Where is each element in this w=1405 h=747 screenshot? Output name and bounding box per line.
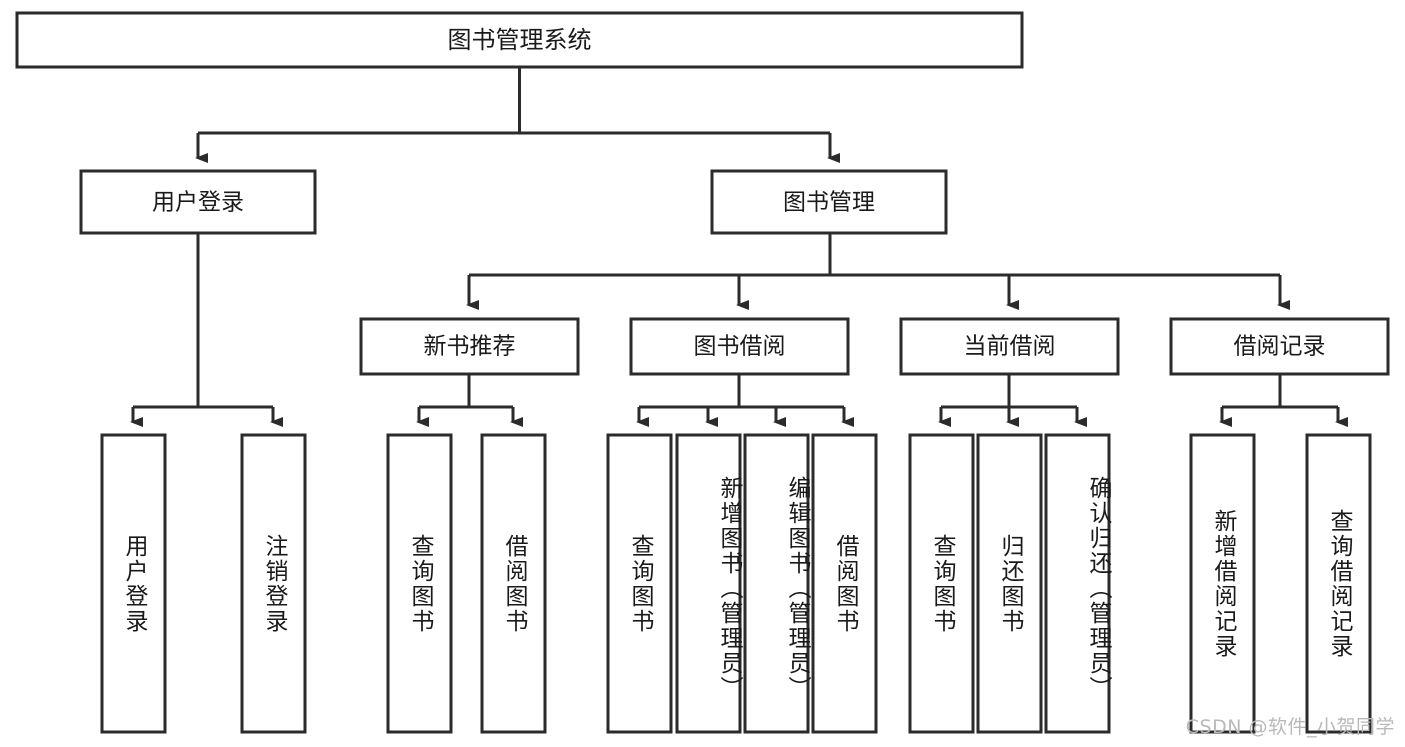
node-root-box[interactable] xyxy=(15,11,1024,69)
node-leaf-user-login-box[interactable] xyxy=(100,433,167,734)
connector-group-root-to-level2 xyxy=(195,67,840,163)
node-user-login[interactable]: 用户登录 xyxy=(79,169,317,235)
connector-group-user-login-to-leaves xyxy=(130,233,283,427)
node-borrow-record-box[interactable] xyxy=(1169,317,1390,376)
connector-group-new-book-recommend-to-leaves xyxy=(416,374,523,427)
node-leaf-query-book-2-box[interactable] xyxy=(606,433,673,734)
connector-group-book-borrow-to-leaves xyxy=(636,374,854,427)
node-borrow-record-label: 借阅记录 xyxy=(1234,334,1326,360)
node-book-management-label: 图书管理 xyxy=(783,190,875,216)
node-root[interactable]: 图书管理系统 xyxy=(15,11,1024,69)
node-leaf-query-record-box[interactable] xyxy=(1305,433,1372,734)
node-leaf-confirm-return-box[interactable] xyxy=(1044,433,1111,734)
csdn-watermark: CSDN @软件_小贺同学 xyxy=(1185,716,1395,738)
node-new-book-recommend-label: 新书推荐 xyxy=(424,334,516,360)
node-leaf-borrow-book-1-box[interactable] xyxy=(480,433,547,734)
node-leaf-borrow-book-2-box[interactable] xyxy=(811,433,878,734)
node-book-management-box[interactable] xyxy=(710,169,948,235)
node-new-book-recommend-box[interactable] xyxy=(359,317,580,376)
node-current-borrow-label: 当前借阅 xyxy=(964,334,1056,360)
node-leaf-add-book-box[interactable] xyxy=(675,433,742,734)
node-user-login-label: 用户登录 xyxy=(152,190,244,216)
connector-group-borrow-record-to-leaves xyxy=(1219,374,1348,427)
node-current-borrow[interactable]: 当前借阅 xyxy=(899,317,1120,376)
node-leaf-edit-book-box[interactable] xyxy=(743,433,810,734)
connector-group-book-management-to-level3 xyxy=(466,233,1290,310)
node-leaf-query-book-3-box[interactable] xyxy=(908,433,975,734)
node-current-borrow-box[interactable] xyxy=(899,317,1120,376)
node-borrow-record[interactable]: 借阅记录 xyxy=(1169,317,1390,376)
node-book-management[interactable]: 图书管理 xyxy=(710,169,948,235)
node-leaf-query-book-1-box[interactable] xyxy=(386,433,453,734)
node-book-borrow-box[interactable] xyxy=(629,317,850,376)
connector-group-current-borrow-to-leaves xyxy=(938,374,1087,427)
node-new-book-recommend[interactable]: 新书推荐 xyxy=(359,317,580,376)
node-book-borrow-label: 图书借阅 xyxy=(694,334,786,360)
node-user-login-box[interactable] xyxy=(79,169,317,235)
node-book-borrow[interactable]: 图书借阅 xyxy=(629,317,850,376)
node-root-label: 图书管理系统 xyxy=(448,26,592,54)
node-leaf-return-book-box[interactable] xyxy=(976,433,1043,734)
node-leaf-logout-login-box[interactable] xyxy=(240,433,307,734)
node-leaf-add-record-box[interactable] xyxy=(1189,433,1256,734)
